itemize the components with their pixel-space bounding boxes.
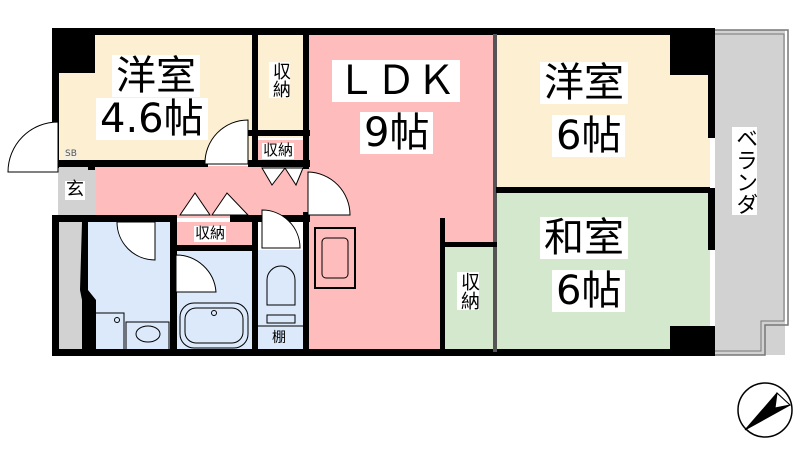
western-large-name: 洋室: [540, 62, 628, 104]
western-large-size: 6帖: [552, 115, 626, 157]
storage-bath-label: 収納: [194, 224, 227, 242]
ldk-size: 9帖: [360, 112, 434, 154]
japanese-name: 和室: [540, 217, 628, 259]
storage-right-label: 収納: [457, 272, 480, 310]
veranda-label: ベランダ: [732, 127, 758, 215]
shelf-label: 棚: [271, 330, 287, 346]
shoe-box-label: SB: [64, 149, 78, 160]
entrance-label: 玄: [65, 179, 85, 200]
storage-hall-label: 収納: [262, 141, 295, 159]
ldk-name: ＬＤＫ: [332, 60, 460, 102]
western-small-size: 4.6帖: [96, 98, 208, 140]
storage-top-label: 収納: [269, 62, 291, 98]
western-small-name: 洋室: [112, 55, 200, 97]
japanese-size: 6帖: [552, 270, 626, 312]
